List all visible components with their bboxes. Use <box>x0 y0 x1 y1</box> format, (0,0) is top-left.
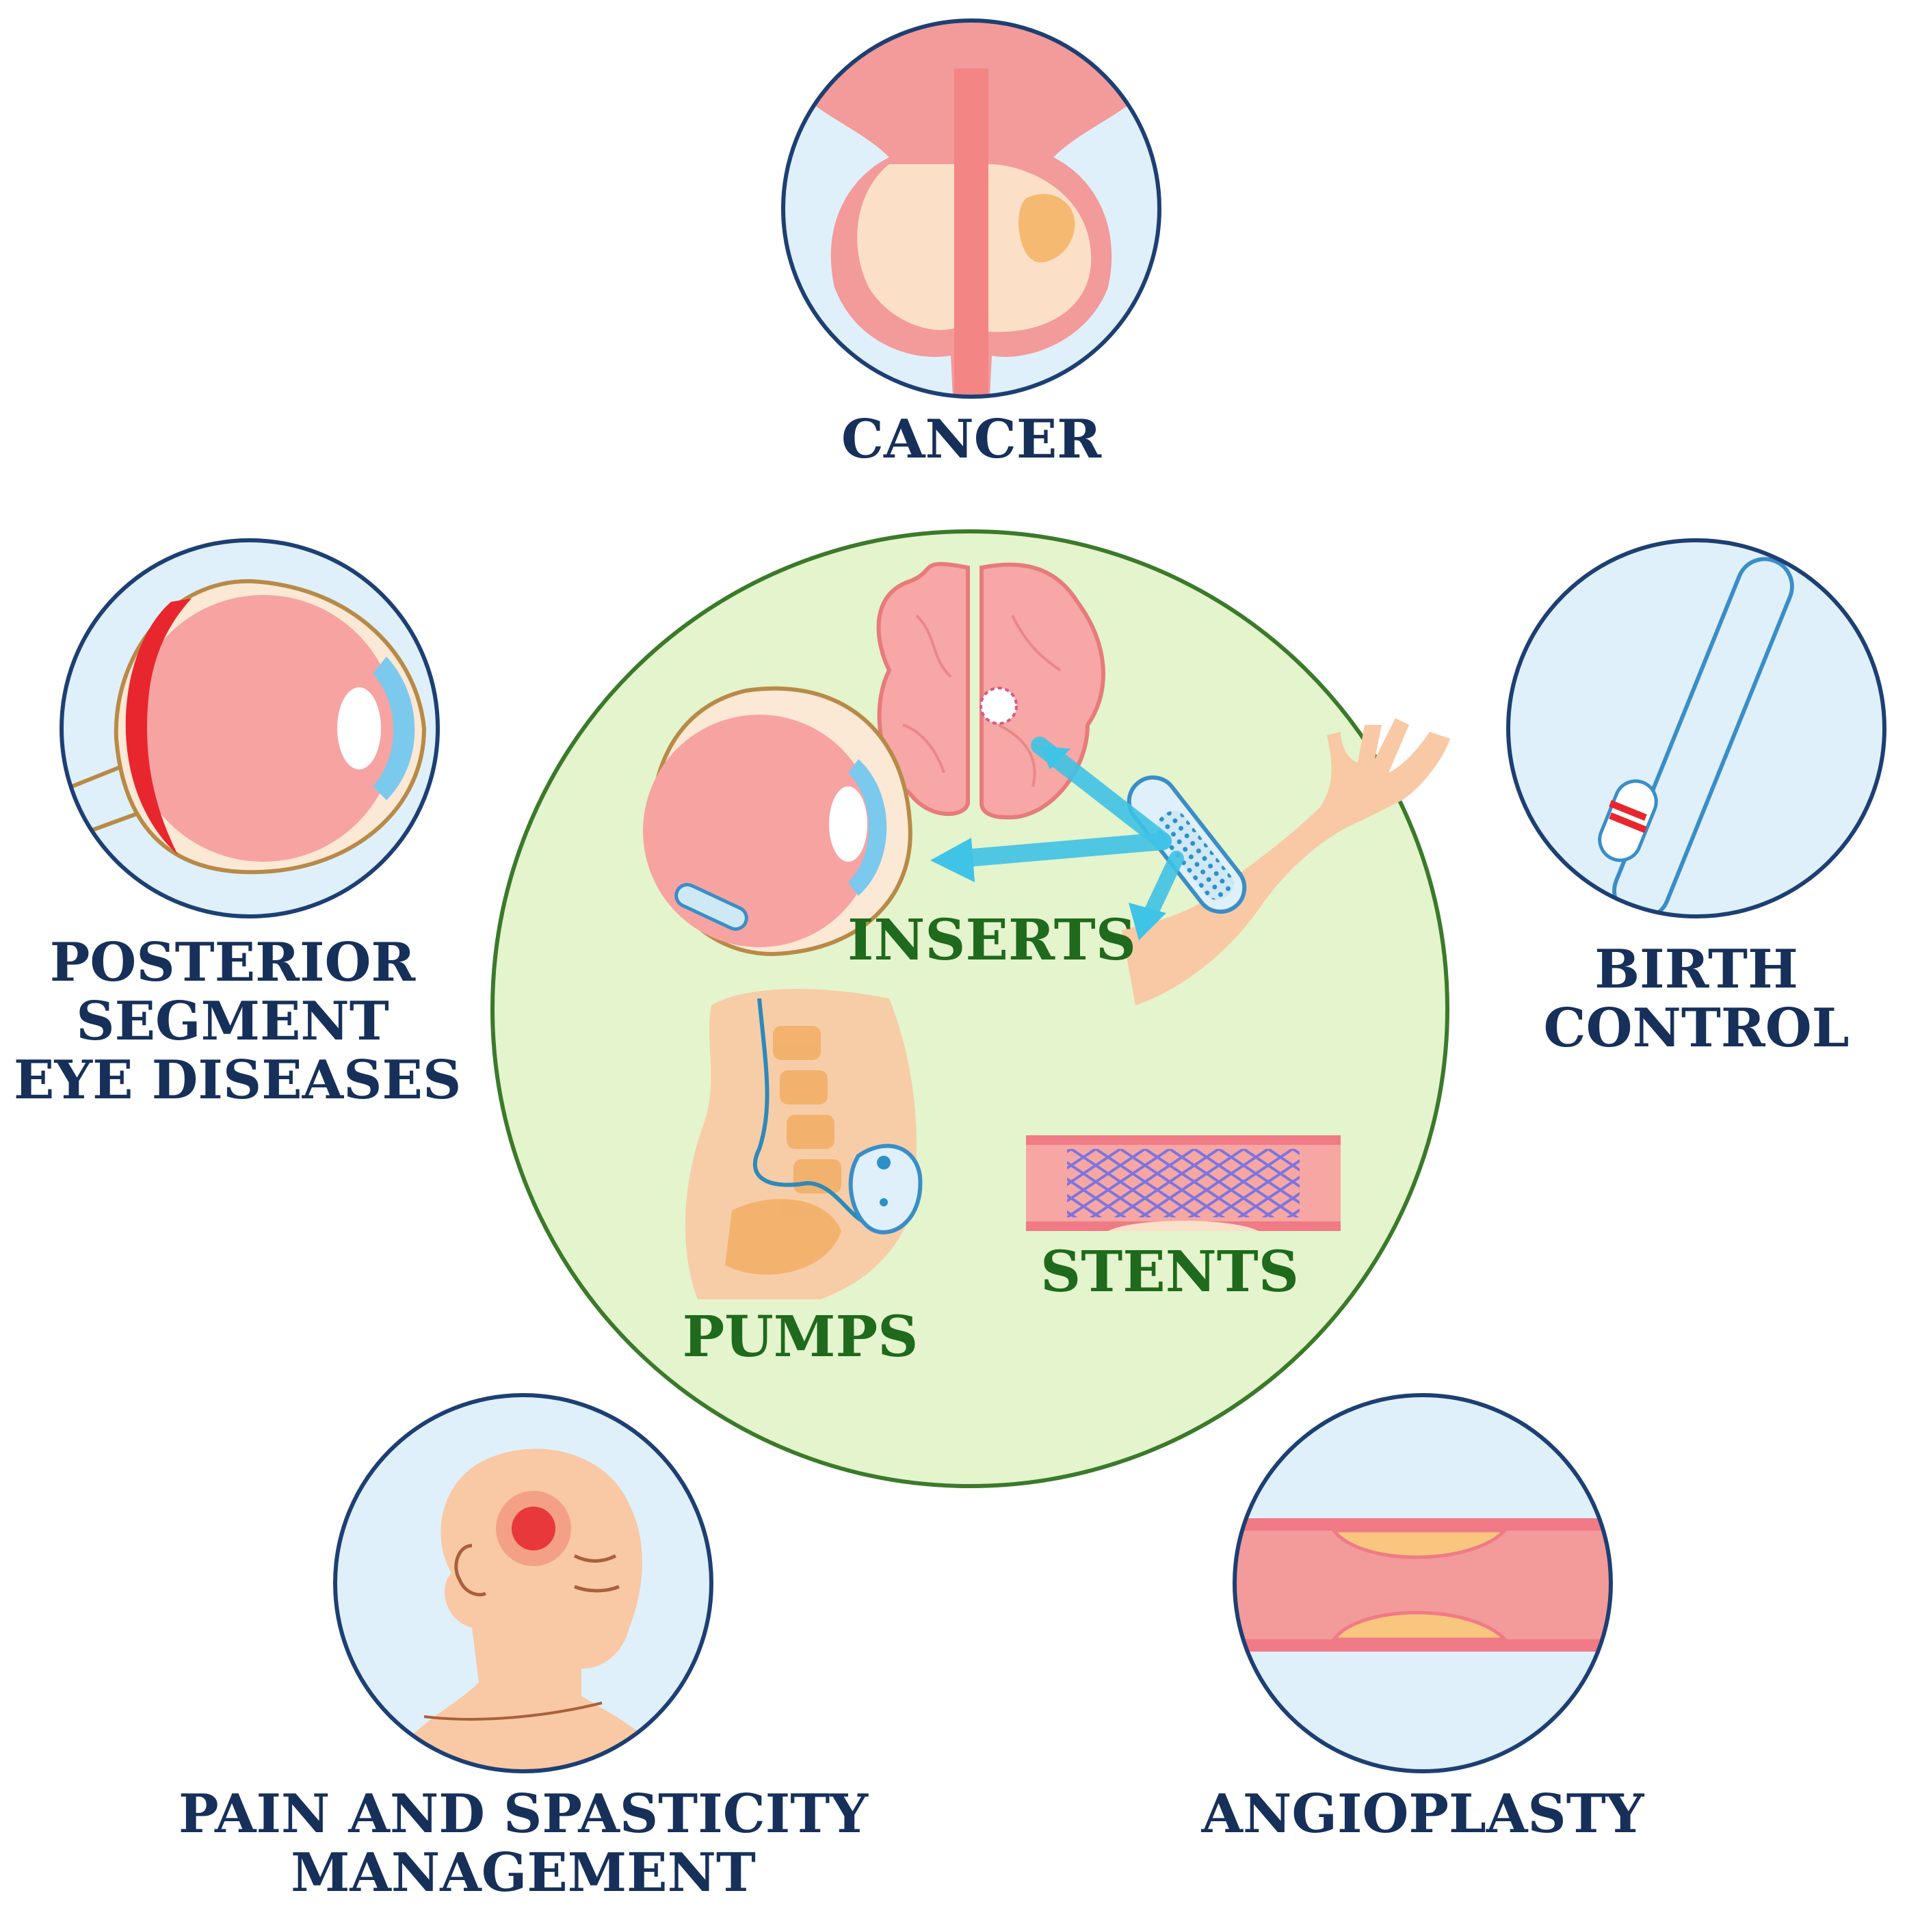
pain-bubble <box>333 1393 713 1773</box>
stent-icon <box>1026 1135 1341 1231</box>
contraceptive-implant-icon <box>1598 557 1794 916</box>
eye-bubble <box>60 538 440 918</box>
cancer-label: CANCER <box>841 408 1102 471</box>
birth-control-line-2: CONTROL <box>1543 996 1850 1059</box>
pain-spasticity-line-2: MANAGEMENT <box>291 1841 756 1904</box>
eye-diseases-label: POSTERIOR SEGMENT EYE DISEASES <box>14 931 462 1111</box>
birth-control-line-1: BIRTH <box>1594 938 1798 1001</box>
eye-cross-section-icon <box>62 579 427 875</box>
pumps-label: PUMPS <box>682 1304 919 1370</box>
central-delivery-systems <box>490 529 1450 1488</box>
delivery-arrows <box>930 737 1184 940</box>
eye-insert-icon <box>643 686 912 957</box>
pain-spasticity-line-1: PAIN AND SPASTICITY <box>178 1783 869 1845</box>
arm-implant-icon <box>1122 718 1450 1005</box>
spine-pump-icon <box>685 989 923 1299</box>
headache-head-icon <box>376 1448 684 1771</box>
narrowed-artery-icon <box>1235 1518 1611 1652</box>
birth-control-label: BIRTH CONTROL <box>1525 940 1867 1058</box>
birth-control-bubble <box>1506 538 1886 918</box>
prostate-tumor-icon <box>787 21 1156 397</box>
cancer-bubble <box>781 18 1161 399</box>
pain-spasticity-label: PAIN AND SPASTICITY MANAGEMENT <box>168 1785 879 1903</box>
angioplasty-bubble <box>1233 1393 1613 1773</box>
eye-diseases-line-2: SEGMENT <box>76 990 389 1053</box>
eye-diseases-line-3: EYE DISEASES <box>14 1048 462 1111</box>
brain-implant-icon <box>979 687 1018 725</box>
stents-label: STENTS <box>1040 1239 1299 1305</box>
eye-diseases-line-1: POSTERIOR <box>49 931 416 994</box>
angioplasty-label: ANGIOPLASTY <box>1201 1783 1644 1845</box>
inserts-label: INSERTS <box>847 908 1136 973</box>
brain-icon <box>876 561 1105 820</box>
